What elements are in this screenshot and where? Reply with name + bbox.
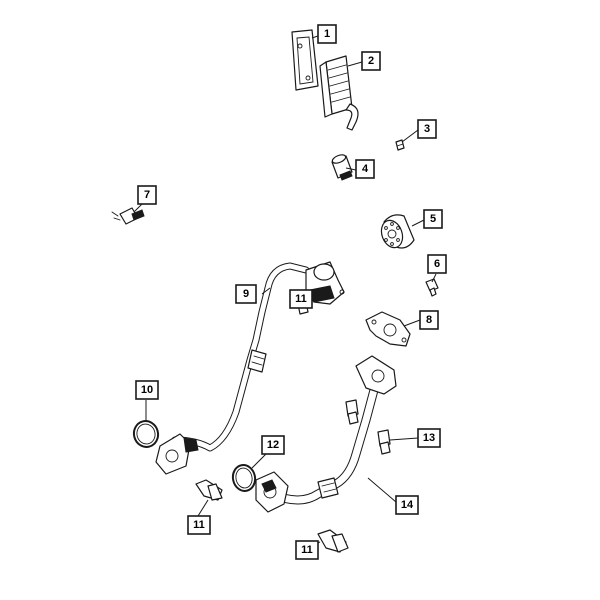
part-5-oil-filter xyxy=(380,214,415,249)
part-6-bolt xyxy=(425,278,439,297)
callout-5: 5 xyxy=(423,209,443,229)
callout-label: 10 xyxy=(141,384,153,396)
part-12-o-ring xyxy=(231,464,257,492)
callout-label: 4 xyxy=(362,163,369,175)
callout-label: 7 xyxy=(144,189,150,201)
callout-label: 1 xyxy=(324,28,330,40)
callout-label: 9 xyxy=(243,288,249,300)
callout-2: 2 xyxy=(361,51,381,71)
callout-label: 12 xyxy=(267,439,279,451)
part-1-gasket xyxy=(291,29,319,91)
callout-label: 11 xyxy=(193,519,205,531)
callout-14: 14 xyxy=(395,495,419,515)
callout-13: 13 xyxy=(417,428,441,448)
callout-label: 11 xyxy=(295,293,307,305)
part-3-bolt xyxy=(395,139,405,151)
part-4-sleeve xyxy=(331,154,353,181)
part-13-studs xyxy=(345,399,391,455)
callout-label: 13 xyxy=(423,432,435,444)
callout-11-left: 11 xyxy=(187,515,211,535)
callout-1: 1 xyxy=(317,24,337,44)
callout-label: 5 xyxy=(430,213,436,225)
callout-11-bottom: 11 xyxy=(295,540,319,560)
callout-11-upper: 11 xyxy=(289,289,313,309)
callout-9: 9 xyxy=(235,284,257,304)
callout-7: 7 xyxy=(137,185,157,205)
callout-6: 6 xyxy=(427,254,447,274)
callout-label: 11 xyxy=(301,544,313,556)
callout-label: 3 xyxy=(424,123,430,135)
callout-label: 2 xyxy=(368,55,374,67)
part-8-gasket xyxy=(365,311,411,347)
callout-label: 8 xyxy=(426,314,432,326)
part-11-bolt-b xyxy=(317,529,349,553)
part-7-sensor xyxy=(111,207,145,225)
part-10-o-ring xyxy=(132,420,160,448)
callout-label: 14 xyxy=(401,499,414,511)
callout-10: 10 xyxy=(135,380,159,400)
callout-label: 6 xyxy=(434,258,440,270)
part-14-oil-return-tube xyxy=(255,355,397,513)
part-2-oil-cooler xyxy=(319,55,359,131)
callout-4: 4 xyxy=(355,159,375,179)
callout-12: 12 xyxy=(261,435,285,455)
callout-8: 8 xyxy=(419,310,439,330)
part-9-oil-feed-tube xyxy=(171,261,345,452)
leader-lines xyxy=(133,35,437,549)
callout-3: 3 xyxy=(417,119,437,139)
tube-flange-left xyxy=(155,433,199,475)
part-11-bolt-a xyxy=(195,479,223,501)
